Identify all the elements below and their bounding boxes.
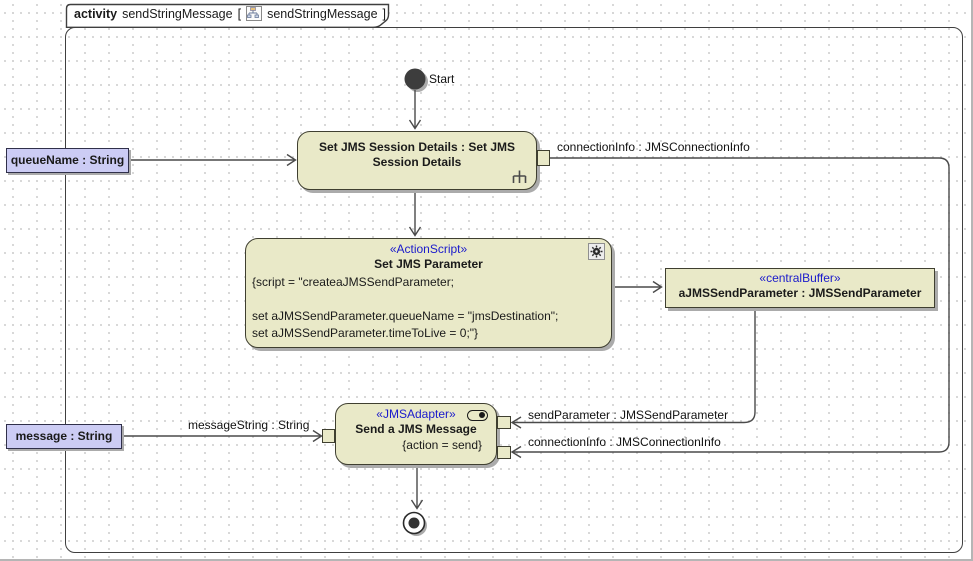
start-node-label: Start xyxy=(429,72,455,86)
gear-icon xyxy=(588,243,605,260)
action-stereotype: «ActionScript» xyxy=(389,242,468,256)
edge-connectioninfo[interactable] xyxy=(513,157,950,453)
action-constraint: {action = send} xyxy=(402,438,482,452)
rake-icon xyxy=(512,170,527,183)
start-node[interactable] xyxy=(404,68,426,90)
buffer-stereotype: «centralBuffer» xyxy=(759,271,841,285)
activity-frame[interactable] xyxy=(65,27,963,553)
action-send-jms-message[interactable]: «JMSAdapter» Send a JMS Message {action … xyxy=(335,403,497,465)
action-script-body: {script = "createaJMSSendParameter; set … xyxy=(246,272,611,342)
edge-sendparameter[interactable] xyxy=(513,309,756,424)
frame-open-bracket: [ xyxy=(237,6,242,21)
pin-messagestring-in[interactable] xyxy=(322,429,335,443)
pin-sendparameter-in[interactable] xyxy=(497,416,511,429)
edge-label-sendparameter[interactable]: sendParameter : JMSSendParameter xyxy=(528,408,729,422)
parameter-queuename[interactable]: queueName : String xyxy=(6,148,129,173)
pin-connectioninfo-out[interactable] xyxy=(537,150,550,166)
action-stereotype: «JMSAdapter» xyxy=(376,407,456,421)
frame-header: activity sendStringMessage [ sendStringM… xyxy=(74,6,386,21)
final-node-core xyxy=(408,517,420,529)
frame-close-bracket: ] xyxy=(382,6,387,21)
action-title: Set JMS Parameter xyxy=(374,257,483,271)
action-title: Send a JMS Message xyxy=(355,422,477,436)
buffer-title: aJMSSendParameter : JMSSendParameter xyxy=(678,286,922,300)
edge-label-connectioninfo-bottom[interactable]: connectionInfo : JMSConnectionInfo xyxy=(528,435,721,449)
script-line: set aJMSSendParameter.queueName = "jmsDe… xyxy=(252,309,559,323)
script-line: set aJMSSendParameter.timeToLive = 0;"} xyxy=(252,326,479,340)
adapter-icon xyxy=(467,410,488,421)
edge-label-messagestring[interactable]: messageString : String xyxy=(188,418,310,432)
central-buffer-node[interactable]: «centralBuffer» aJMSSendParameter : JMSS… xyxy=(665,268,935,308)
frame-header-tab[interactable] xyxy=(65,3,390,28)
action-set-jms-session-details[interactable]: Set JMS Session Details : Set JMS Sessio… xyxy=(297,131,537,190)
frame-activity-name: sendStringMessage xyxy=(122,6,233,21)
frame-diagram-name: sendStringMessage xyxy=(267,6,378,21)
frame-keyword: activity xyxy=(74,6,118,21)
parameter-message[interactable]: message : String xyxy=(6,424,122,449)
edge-label-connectioninfo-top[interactable]: connectionInfo : JMSConnectionInfo xyxy=(557,140,750,154)
diagram-icon xyxy=(246,6,263,21)
action-set-jms-parameter[interactable]: «ActionScript» Set JMS Parameter {script… xyxy=(245,238,612,348)
script-line: {script = "createaJMSSendParameter; xyxy=(252,275,455,289)
script-line xyxy=(252,291,605,308)
pin-connectioninfo-in[interactable] xyxy=(497,446,511,459)
action-title: Set JMS Session Details : Set JMS Sessio… xyxy=(318,140,516,169)
